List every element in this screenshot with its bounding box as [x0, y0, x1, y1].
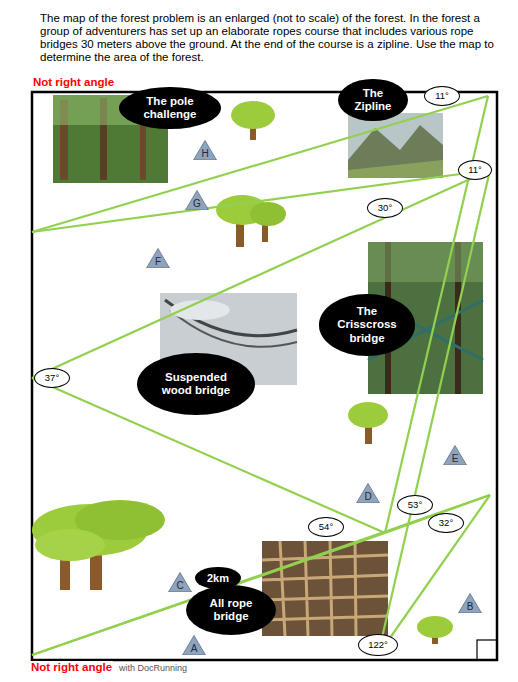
node-text: 54°	[319, 522, 333, 533]
triangle-outline	[357, 483, 380, 502]
node-text: G	[193, 198, 201, 211]
right-angle-mark	[477, 640, 497, 660]
tree	[348, 402, 388, 444]
triangle-outline	[194, 140, 217, 159]
photo	[262, 541, 388, 636]
node-text: F	[155, 256, 161, 269]
node-text: 11°	[468, 165, 482, 176]
angle-label: 122°	[358, 634, 398, 656]
node-text: All rope bridge	[200, 597, 262, 623]
angle-label: 11°	[424, 86, 460, 106]
watermark: with DocRunning	[118, 663, 188, 673]
point-triangle: G	[185, 190, 209, 211]
point-triangle: E	[443, 445, 467, 466]
activity-oval: The Zipline	[338, 79, 407, 121]
tree	[417, 616, 453, 644]
node-text: 2km	[207, 572, 229, 585]
node-text: C	[176, 580, 183, 593]
course-line	[32, 96, 490, 655]
triangle-outline	[444, 445, 467, 464]
point-triangle: C	[168, 572, 192, 593]
triangle-outline	[169, 572, 192, 591]
node-text: B	[467, 601, 474, 614]
triangle-outline	[459, 593, 482, 612]
tree	[231, 101, 275, 140]
activity-oval: Suspended wood bridge	[137, 353, 255, 415]
node-text: H	[201, 148, 208, 161]
node-text: Suspended wood bridge	[154, 371, 237, 397]
activity-oval: All rope bridge	[186, 585, 276, 635]
angle-label: 32°	[428, 513, 464, 533]
angle-label: 53°	[397, 495, 433, 515]
activity-oval: The pole challenge	[119, 87, 221, 129]
warning-note: Not right angle	[32, 76, 115, 88]
triangle-outline	[183, 635, 206, 654]
node-text: 122°	[368, 640, 388, 651]
tree	[32, 500, 165, 590]
node-text: 30°	[378, 203, 392, 214]
node-text: The Zipline	[349, 87, 396, 113]
angle-label: 11°	[458, 160, 492, 180]
node-text: E	[452, 453, 459, 466]
warning-note: Not right angle	[30, 661, 113, 673]
activity-oval: The Crisscross bridge	[319, 294, 415, 356]
node-text: 37°	[45, 373, 59, 384]
node-text: D	[364, 491, 371, 504]
node-text: A	[191, 643, 198, 656]
node-text: 32°	[439, 518, 453, 529]
point-triangle: D	[356, 483, 380, 504]
triangle-outline	[147, 248, 170, 267]
point-triangle: F	[146, 248, 170, 269]
title-text: The map of the forest problem is an enla…	[40, 12, 502, 64]
node-text: The Crisscross bridge	[333, 305, 400, 345]
point-triangle: B	[458, 593, 482, 614]
angle-label: 54°	[308, 517, 344, 537]
triangle-outline	[186, 190, 209, 209]
angle-label: 37°	[34, 368, 70, 388]
node-text: The pole challenge	[134, 95, 205, 121]
point-triangle: A	[182, 635, 206, 656]
angle-label: 30°	[367, 198, 403, 218]
point-triangle: H	[193, 140, 217, 161]
map-border	[32, 92, 497, 660]
node-text: 11°	[435, 91, 449, 102]
node-text: 53°	[408, 500, 422, 511]
